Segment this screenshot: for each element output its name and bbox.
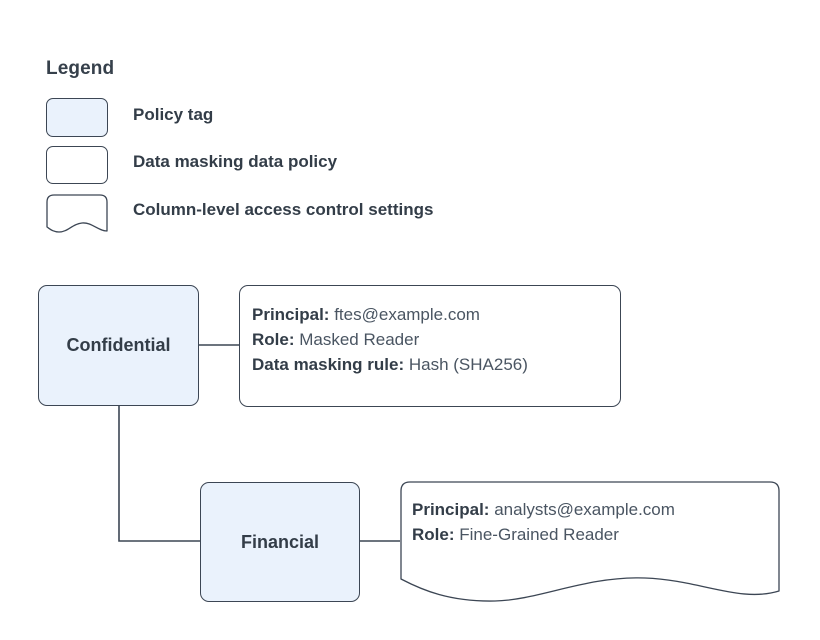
masking-policy-role-value: Masked Reader xyxy=(299,330,420,349)
access-settings-text: Principal: analysts@example.com Role: Fi… xyxy=(412,497,770,547)
masking-policy-rule-value: Hash (SHA256) xyxy=(408,355,528,374)
access-settings-principal-value: analysts@example.com xyxy=(494,500,675,519)
access-settings-role-key: Role: xyxy=(412,525,455,544)
legend-swatch-column-level-access-control-settings xyxy=(46,194,108,234)
edge-confidential-to-financial xyxy=(118,406,200,542)
node-financial[interactable]: Financial xyxy=(200,482,360,602)
masking-policy-principal-key: Principal: xyxy=(252,305,330,324)
access-settings-principal-key: Principal: xyxy=(412,500,490,519)
box-column-level-access-control-settings[interactable]: Principal: analysts@example.com Role: Fi… xyxy=(400,481,780,602)
node-confidential-label: Confidential xyxy=(66,335,171,355)
masking-policy-principal-value: ftes@example.com xyxy=(334,305,480,324)
access-settings-line-role: Role: Fine-Grained Reader xyxy=(412,522,770,547)
legend-label-policy-tag: Policy tag xyxy=(133,105,214,124)
masking-policy-line-role: Role: Masked Reader xyxy=(252,327,610,352)
access-settings-role-value: Fine-Grained Reader xyxy=(459,525,619,544)
legend-swatch-policy-tag xyxy=(46,98,108,137)
node-confidential[interactable]: Confidential xyxy=(38,285,199,406)
masking-policy-line-principal: Principal: ftes@example.com xyxy=(252,302,610,327)
legend-swatch-data-masking-data-policy xyxy=(46,146,108,184)
node-financial-label: Financial xyxy=(240,531,320,552)
access-settings-line-principal: Principal: analysts@example.com xyxy=(412,497,770,522)
legend-label-column-level-access-control-settings: Column-level access control settings xyxy=(133,200,434,219)
masking-policy-line-rule: Data masking rule: Hash (SHA256) xyxy=(252,352,610,377)
legend-title: Legend xyxy=(46,58,115,79)
masking-policy-role-key: Role: xyxy=(252,330,295,349)
access-settings-wavy-border xyxy=(400,481,780,602)
legend-label-data-masking-data-policy: Data masking data policy xyxy=(133,152,338,171)
box-data-masking-data-policy[interactable]: Principal: ftes@example.com Role: Masked… xyxy=(239,285,621,407)
masking-policy-rule-key: Data masking rule: xyxy=(252,355,405,374)
masking-policy-text: Principal: ftes@example.com Role: Masked… xyxy=(252,302,610,377)
